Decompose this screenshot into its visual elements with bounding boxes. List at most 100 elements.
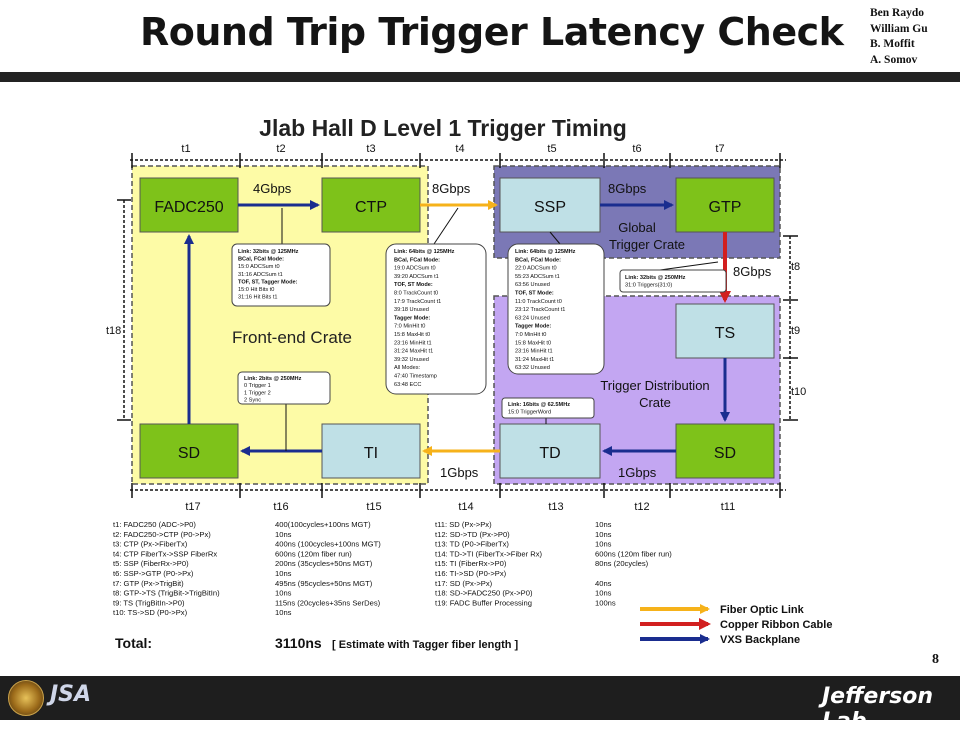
timing-step: t7: GTP (Px->TrigBit)	[113, 579, 184, 588]
callout-line: Link: 16bits @ 62.5MHz	[508, 402, 570, 408]
callout-line: 15:0 ADCSum t0	[238, 264, 280, 270]
callout-line: 39:32 Unused	[394, 357, 429, 363]
callout-line: Link: 64bits @ 125MHz	[394, 249, 455, 255]
timing-value: 10ns	[595, 520, 612, 529]
segment-label: t17	[185, 501, 200, 513]
callout-line: 22:0 ADCSum t0	[515, 266, 557, 272]
callout-line: 15:0 TriggerWord	[508, 410, 551, 416]
rate-label: 4Gbps	[253, 181, 292, 196]
timing-step: t12: SD->TD (Px->P0)	[435, 530, 510, 539]
trigger-distribution-crate-label: Crate	[639, 395, 671, 410]
callout-line: 1 Trigger 2	[244, 390, 271, 396]
legend-label: Copper Ribbon Cable	[720, 619, 832, 631]
timing-step: t1: FADC250 (ADC->P0)	[113, 520, 196, 529]
timing-value: 80ns (20cycles)	[595, 559, 649, 568]
callout-line: 31:16 ADCSum t1	[238, 272, 283, 278]
timing-step: t4: CTP FiberTx->SSP FiberRx	[113, 549, 217, 558]
timing-step: t9: TS (TrigBitIn->P0)	[113, 598, 185, 607]
timing-value: 40ns	[595, 579, 612, 588]
timing-value: 10ns	[275, 589, 292, 598]
sd-left-box: SD	[139, 423, 239, 479]
rate-label: 8Gbps	[733, 264, 772, 279]
gtp-box: GTP	[675, 177, 775, 233]
timing-value: 600ns (120m fiber run)	[595, 549, 672, 558]
segment-label: t10	[791, 386, 806, 398]
callout-line: 63:56 Unused	[515, 282, 550, 288]
callout-line: 55:23 ADCSum t1	[515, 274, 560, 280]
callout-line: BCal, FCal Mode:	[515, 257, 561, 263]
callout-line: 31:16 Hit Bits t1	[238, 295, 278, 301]
callout-line: 17:9 TrackCount t1	[394, 299, 441, 305]
callout-line: BCal, FCal Mode:	[238, 257, 284, 263]
ts-box: TS	[675, 303, 775, 359]
ssp-box: SSP	[499, 177, 601, 233]
timing-table-right: t11: SD (Px->Px) 10ns t12: SD->TD (Px->P0)…	[435, 520, 672, 607]
rate-label: 1Gbps	[618, 465, 657, 480]
callout-line: Tagger Mode:	[394, 315, 430, 321]
left-timing-scale	[117, 199, 131, 421]
global-trigger-crate-label: Trigger Crate	[609, 237, 685, 252]
callout-line: 8:0 TrackCount t0	[394, 291, 438, 297]
timing-value: 400(100cycles+100ns MGT)	[275, 520, 371, 529]
callout-line: 31:24 MaxHit t1	[394, 349, 433, 355]
ti-box: TI	[321, 423, 421, 479]
callout-line: Link: 32bits @ 250MHz	[625, 275, 686, 281]
rate-label: 1Gbps	[440, 465, 479, 480]
doe-seal-icon	[8, 680, 44, 716]
timing-value: 600ns (120m fiber run)	[275, 549, 352, 558]
page-number: 8	[932, 652, 939, 667]
timing-step: t13: TD (P0->FiberTx)	[435, 540, 509, 549]
total-value: 3110ns	[275, 635, 322, 651]
callout-line: 23:12 TrackCount t1	[515, 307, 565, 313]
legend-label: Fiber Optic Link	[720, 604, 805, 616]
author-list: Ben Raydo William Gu B. Moffit A. Somov	[870, 6, 928, 68]
slide-title: Round Trip Trigger Latency Check	[140, 10, 844, 54]
callout-line: 0 Trigger 1	[244, 383, 271, 389]
segment-label: t3	[366, 143, 375, 155]
timing-step: t11: SD (Px->Px)	[435, 520, 492, 529]
segment-label: t6	[632, 143, 641, 155]
segment-label: t11	[721, 501, 735, 513]
callout-line: TOF, ST Mode:	[394, 282, 433, 288]
ctp-box: CTP	[321, 177, 421, 233]
timing-value: 115ns (20cycles+35ns SerDes)	[275, 598, 381, 607]
segment-label: t14	[458, 501, 473, 513]
rate-label: 8Gbps	[608, 181, 647, 196]
timing-value: 10ns	[275, 608, 292, 617]
jefferson-lab-logo: Jefferson Lab	[822, 684, 934, 734]
td-box: TD	[499, 423, 601, 479]
svg-text:SSP: SSP	[534, 199, 566, 216]
callout-line: 47:40 Timestamp	[394, 374, 437, 380]
author-name: William Gu	[870, 22, 928, 35]
callout-line: BCal, FCal Mode:	[394, 257, 440, 263]
callout-line: 15:8 MaxHit t0	[394, 332, 430, 338]
callout-line: 23:16 MinHit t1	[394, 340, 432, 346]
svg-text:FADC250: FADC250	[154, 199, 223, 216]
timing-step: t14: TD->TI (FiberTx->Fiber Rx)	[435, 549, 543, 558]
jsa-logo: JSA	[50, 682, 92, 707]
callout-line: 7:0 MinHit t0	[515, 332, 546, 338]
total-label: Total:	[115, 635, 152, 651]
bottom-timing-scale	[130, 483, 786, 498]
timing-value: 400ns (100cycles+100ns MGT)	[275, 540, 381, 549]
timing-step: t6: SSP->GTP (P0->Px)	[113, 569, 194, 578]
trigger-distribution-crate-label: Trigger Distribution	[600, 378, 709, 393]
callout-line: 63:48 ECC	[394, 382, 421, 388]
callout-line: 63:32 Unused	[515, 365, 550, 371]
segment-label: t8	[791, 261, 800, 273]
callout-line: 39:18 Unused	[394, 307, 429, 313]
author-name: Ben Raydo	[870, 7, 924, 19]
callout-line: 19:0 ADCSum t0	[394, 266, 436, 272]
fadc250-box: FADC250	[139, 177, 239, 233]
segment-label: t7	[715, 143, 724, 155]
svg-text:SD: SD	[714, 445, 736, 462]
segment-label: t2	[276, 143, 285, 155]
timing-value: 10ns	[595, 530, 612, 539]
